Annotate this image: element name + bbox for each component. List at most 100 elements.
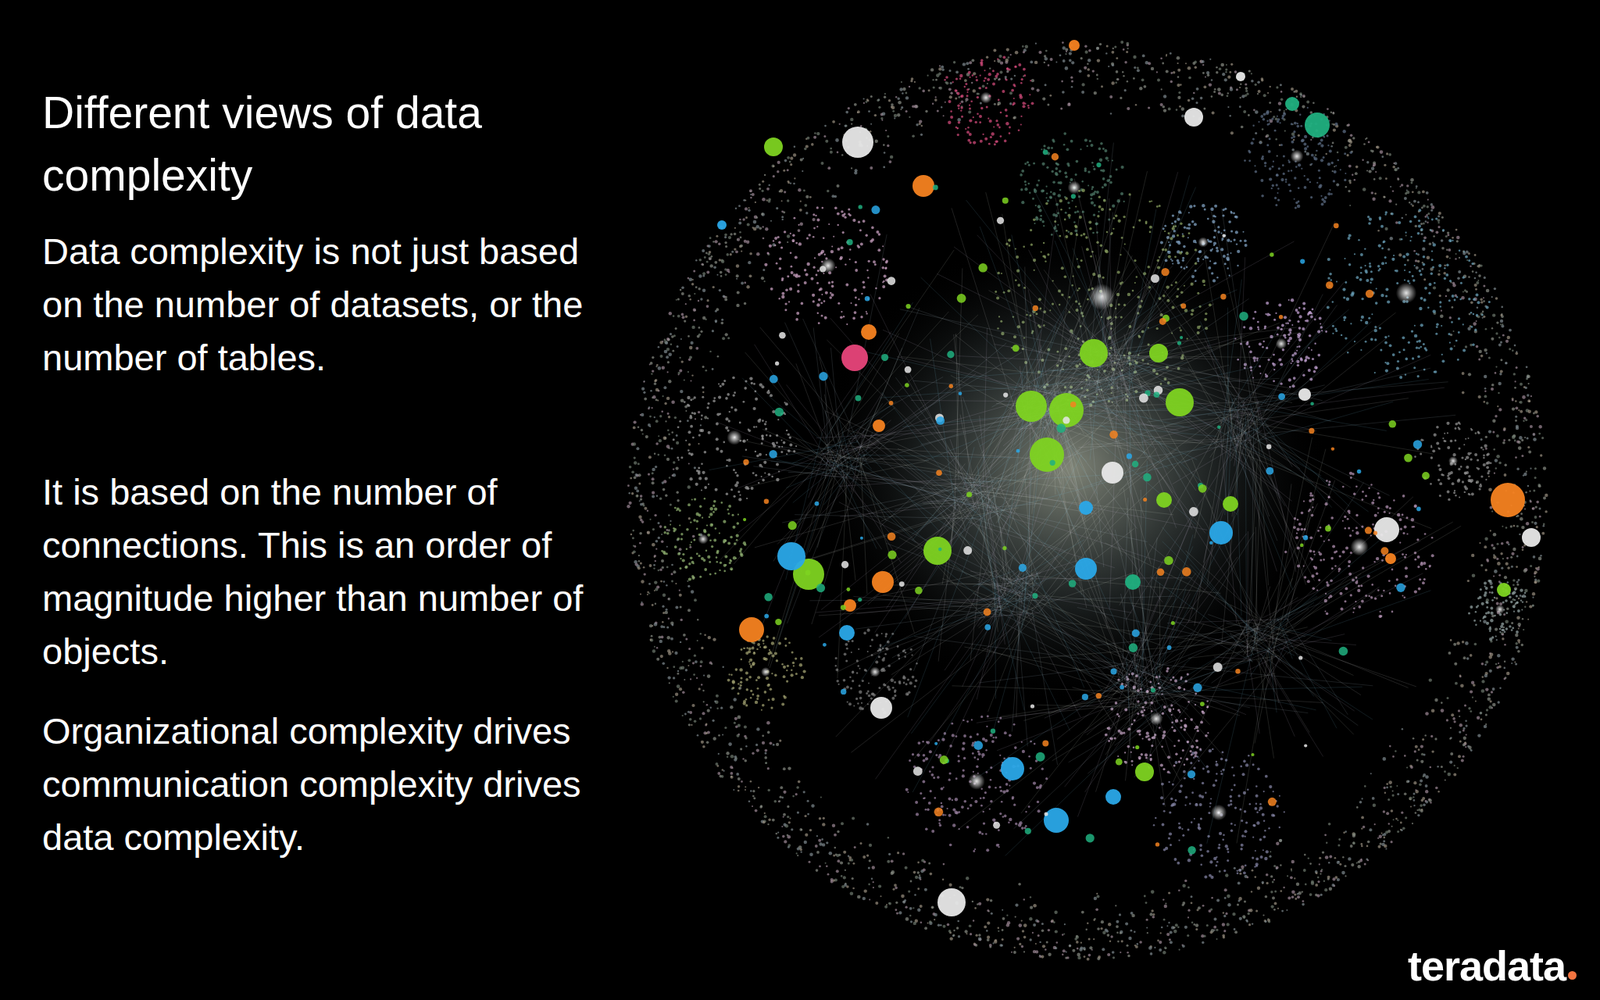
ring-dot	[709, 661, 713, 665]
ring-dot	[671, 650, 674, 653]
ring-dot	[1461, 640, 1465, 643]
ring-dot	[837, 859, 841, 863]
ring-dot	[1463, 736, 1467, 740]
ring-dot	[1187, 99, 1190, 102]
ring-dot	[740, 282, 744, 286]
ring-dot	[1477, 279, 1479, 282]
ring-dot	[1170, 80, 1173, 83]
ring-dot	[804, 814, 808, 818]
ring-dot	[989, 946, 992, 949]
ring-dot	[883, 96, 886, 99]
ring-dot	[658, 439, 662, 443]
ring-dot	[1446, 288, 1450, 292]
ring-dot	[745, 745, 747, 747]
ring-dot	[761, 180, 765, 183]
ring-dot	[1458, 731, 1461, 734]
ring-dot	[934, 913, 938, 917]
ring-dot	[1410, 178, 1415, 183]
ring-dot	[653, 453, 656, 455]
ring-dot	[1456, 239, 1459, 243]
ring-dot	[667, 429, 670, 433]
ring-dot	[1049, 94, 1052, 97]
ring-dot	[1066, 956, 1069, 959]
ring-dot	[1161, 62, 1165, 65]
ring-dot	[1133, 930, 1136, 933]
ring-dot	[1519, 594, 1522, 597]
ring-dot	[1528, 490, 1531, 493]
ring-dot	[753, 796, 756, 800]
ring-dot	[1372, 163, 1376, 167]
ring-dot	[1500, 319, 1504, 323]
ring-dot	[1031, 86, 1035, 90]
ring-dot	[1392, 818, 1395, 821]
ring-dot	[1248, 69, 1251, 72]
ring-dot	[1516, 440, 1520, 444]
ring-dot	[871, 865, 875, 869]
ring-dot	[681, 292, 685, 296]
ring-dot	[1046, 941, 1049, 944]
ring-dot	[1089, 946, 1093, 950]
ring-dot	[1475, 320, 1478, 322]
ring-dot	[654, 603, 657, 605]
ring-dot	[654, 560, 657, 562]
ring-dot	[1413, 250, 1416, 253]
ring-dot	[1539, 507, 1542, 511]
ring-dot	[782, 169, 786, 172]
ring-dot	[1534, 467, 1537, 470]
ring-dot	[1207, 74, 1211, 78]
ring-dot	[1395, 221, 1399, 225]
ring-dot	[689, 546, 692, 549]
ring-dot	[1469, 710, 1472, 713]
ring-dot	[957, 920, 960, 923]
ring-dot	[712, 240, 715, 243]
ring-dot	[1017, 882, 1022, 886]
ring-dot	[1162, 898, 1165, 900]
ring-dot	[893, 117, 896, 119]
ring-dot	[1450, 713, 1454, 717]
ring-dot	[1224, 78, 1228, 82]
ring-dot	[1035, 950, 1039, 954]
ring-dot	[904, 866, 908, 870]
ring-dot	[1514, 633, 1518, 637]
ring-dot	[1025, 45, 1029, 49]
ring-dot	[905, 92, 908, 95]
ring-dot	[1014, 50, 1019, 55]
ring-dot	[1114, 45, 1117, 48]
ring-dot	[939, 64, 941, 67]
ring-dot	[880, 117, 883, 120]
ring-dot	[1078, 69, 1083, 73]
ring-dot	[807, 813, 810, 816]
ring-dot	[918, 86, 922, 90]
ring-dot	[1510, 657, 1515, 661]
ring-dot	[729, 705, 733, 709]
ring-dot	[1508, 347, 1511, 350]
ring-dot	[1425, 191, 1429, 195]
ring-dot	[1514, 380, 1517, 383]
ring-dot	[882, 166, 886, 169]
ring-dot	[709, 350, 711, 353]
ring-dot	[705, 723, 708, 726]
ring-dot	[1226, 922, 1230, 926]
ring-dot	[1493, 472, 1496, 475]
ring-dot	[1201, 60, 1205, 64]
ring-dot	[659, 525, 663, 529]
ring-dot	[1331, 123, 1333, 125]
ring-dot	[655, 442, 659, 446]
ring-dot	[734, 717, 738, 721]
ring-dot	[654, 465, 658, 468]
ring-dot	[1482, 317, 1484, 319]
ring-dot	[712, 719, 715, 722]
ring-dot	[1431, 750, 1434, 753]
ring-dot	[679, 357, 682, 359]
ring-dot	[803, 189, 806, 193]
ring-dot	[800, 828, 803, 831]
ring-dot	[1165, 70, 1169, 74]
ring-dot	[693, 719, 697, 723]
ring-dot	[960, 886, 964, 890]
ring-dot	[777, 160, 781, 165]
ring-dot	[1197, 906, 1201, 910]
ring-dot	[1242, 110, 1247, 114]
ring-dot	[1514, 456, 1518, 459]
ring-dot	[648, 582, 651, 586]
ring-dot	[1417, 748, 1421, 751]
